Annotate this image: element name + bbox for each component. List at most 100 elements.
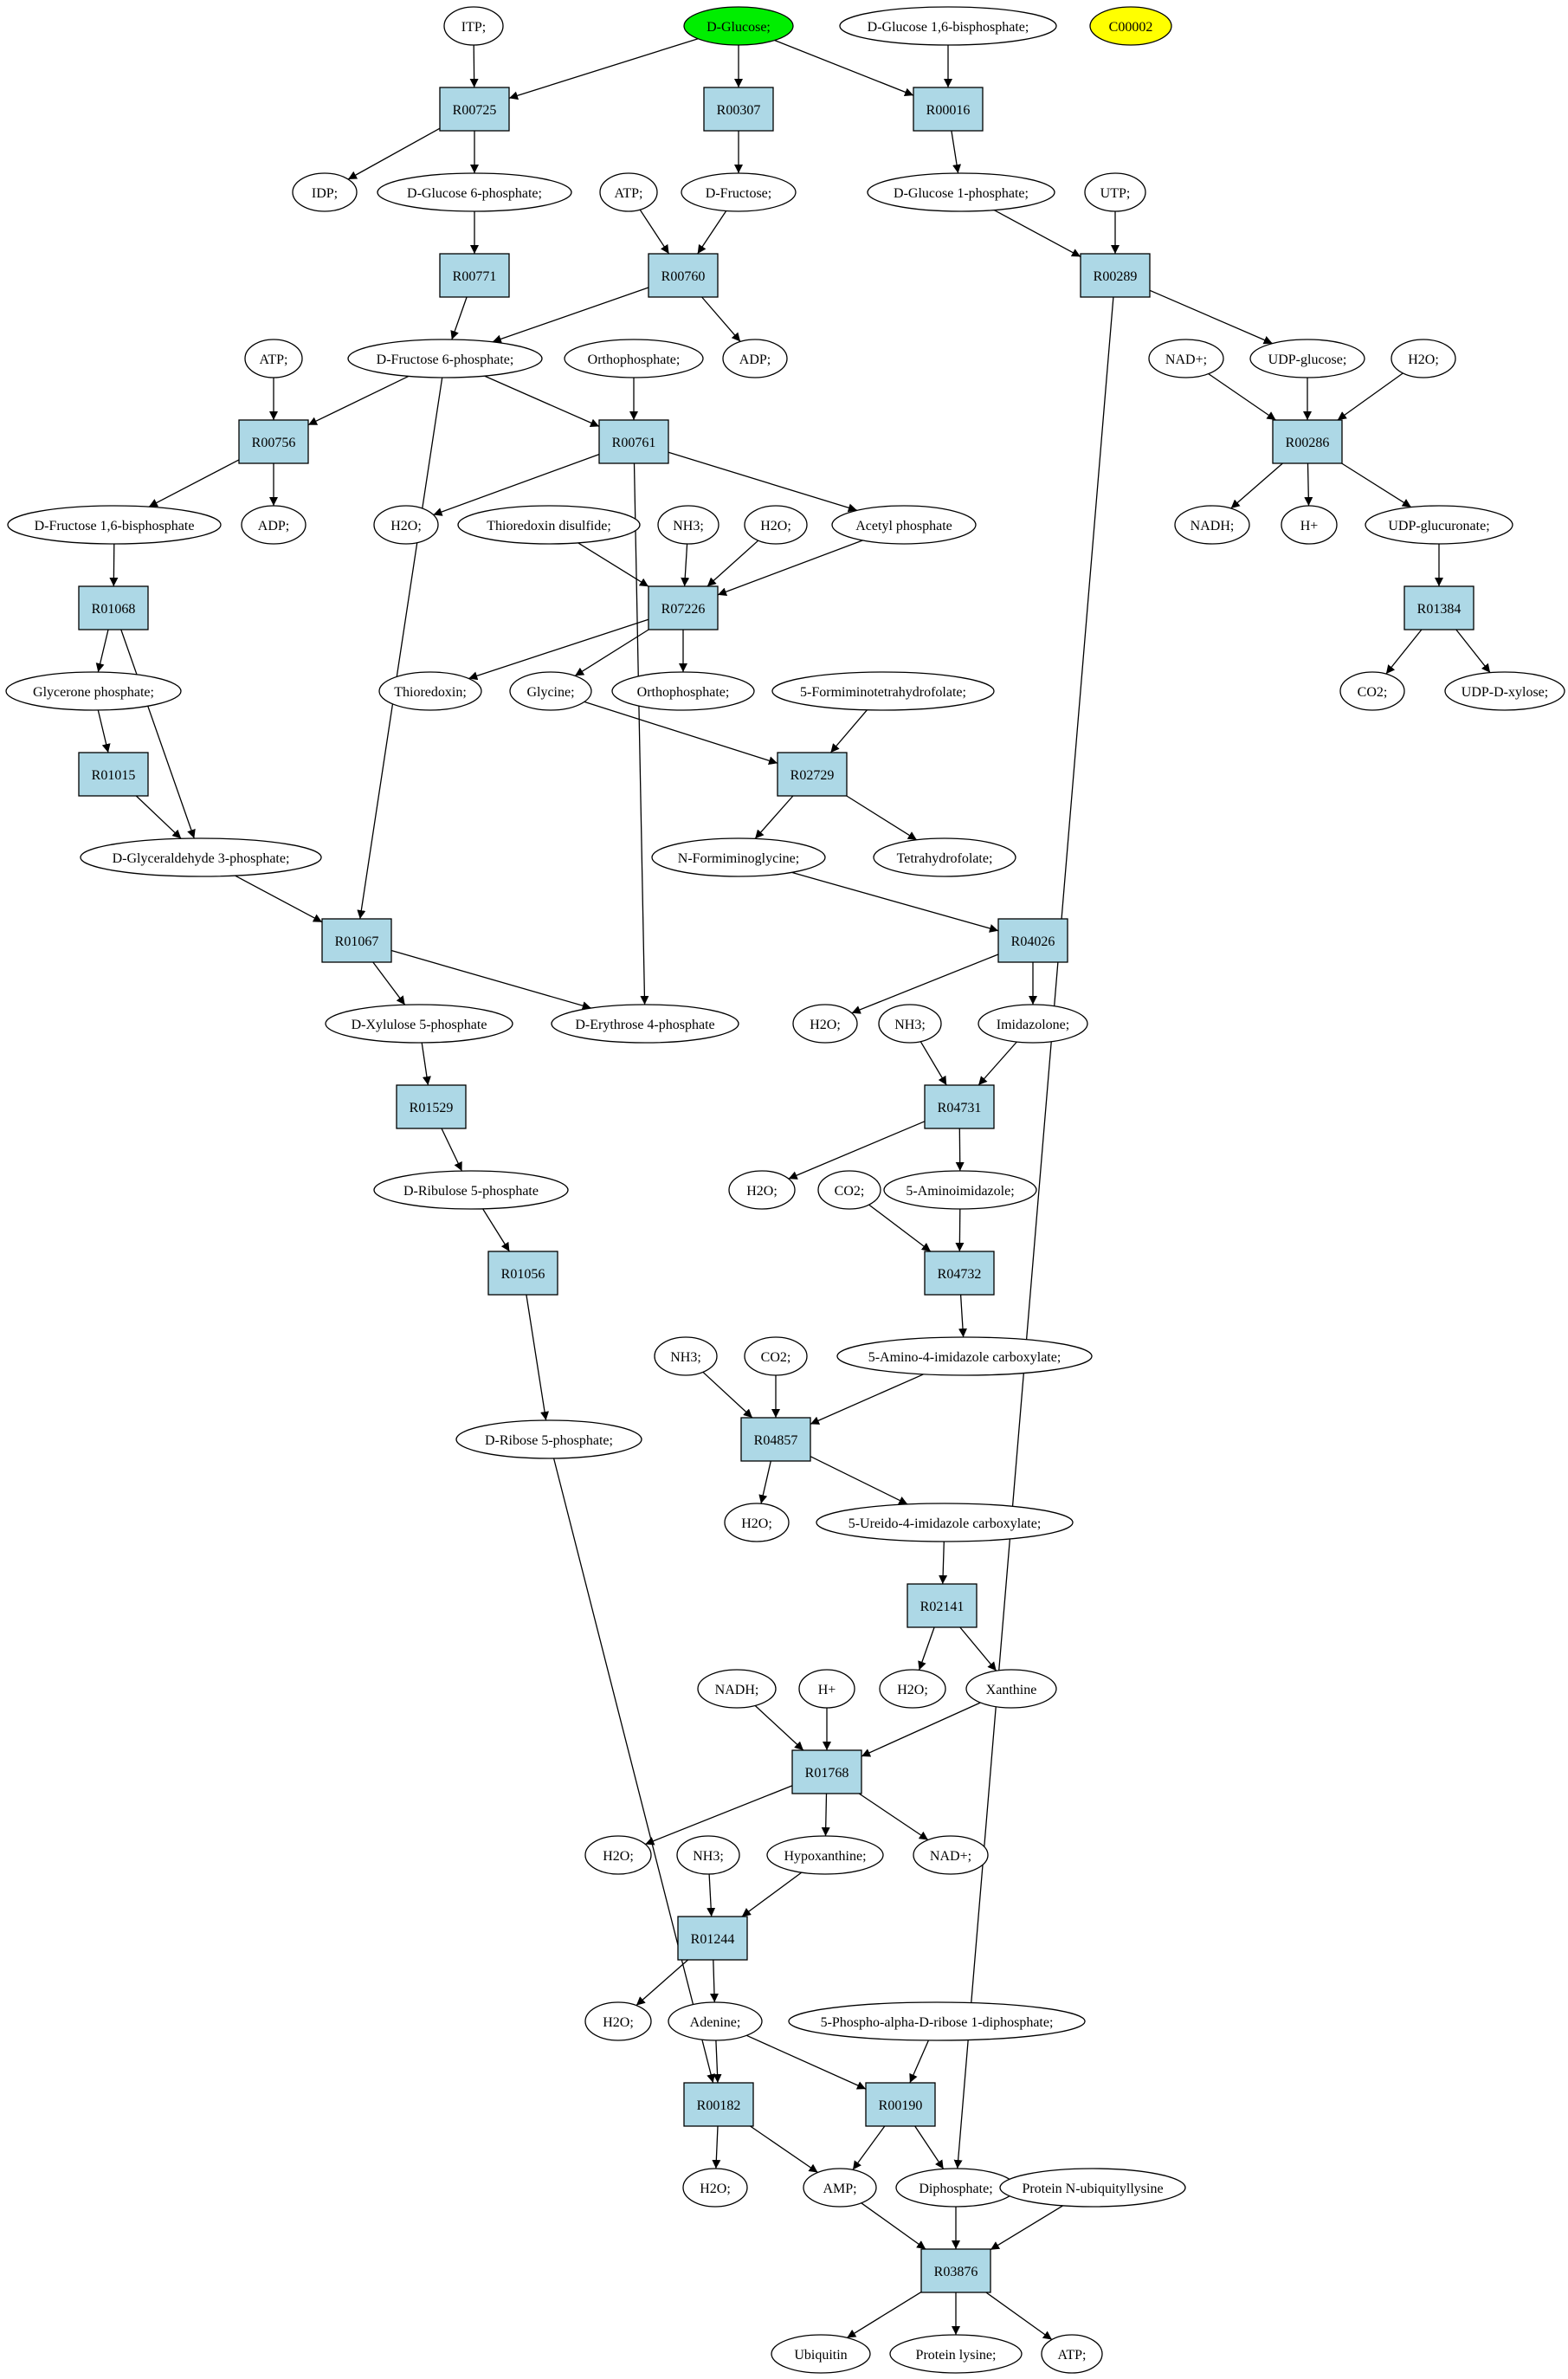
compound-ellipse (584, 1835, 652, 1875)
reaction-label: R00756 (252, 436, 296, 450)
compound-label: Xanthine (986, 1683, 1037, 1697)
compound-ellipse (766, 1835, 884, 1875)
compound-ellipse (883, 1170, 1037, 1210)
edge-glucose-to-R00016 (774, 39, 914, 97)
compound-ellipse (325, 1004, 513, 1044)
reaction-node-r03876: R03876 (920, 2248, 991, 2293)
reaction-box (648, 585, 719, 630)
reaction-label: R04857 (754, 1433, 798, 1448)
compound-label: Protein N-ubiquityllysine (1022, 2182, 1163, 2196)
compound-node-h2o_c: H2O; (744, 505, 808, 545)
compound-node-nad1: NAD+; (1148, 339, 1224, 378)
reaction-box (598, 419, 669, 464)
compound-ellipse (724, 1503, 790, 1542)
compound-label: CO2; (1358, 685, 1388, 700)
compound-ellipse (373, 505, 439, 545)
compound-node-g3p: D-Glyceraldehyde 3-phosphate; (80, 837, 322, 877)
reaction-box (791, 1749, 862, 1794)
compound-ellipse (867, 172, 1055, 212)
reaction-box (1080, 253, 1151, 298)
edge-g3p-to-R01067 (235, 875, 323, 923)
compound-label: UDP-glucuronate; (1388, 519, 1489, 533)
reaction-node-r00307: R00307 (703, 87, 774, 132)
compound-ellipse (80, 837, 322, 877)
edge-adenine-to-R00190 (746, 2034, 867, 2090)
compound-ellipse (878, 1004, 942, 1044)
reaction-node-r00771: R00771 (439, 253, 510, 298)
compound-label: D-Fructose 6-phosphate; (377, 352, 514, 367)
reaction-node-r01067: R01067 (321, 918, 392, 963)
reaction-label: R02141 (920, 1600, 965, 1614)
compound-ellipse (657, 505, 719, 545)
edge-nad1-to-R00286 (1208, 373, 1276, 421)
compound-label: H2O; (603, 2015, 634, 2030)
compound-label: ITP; (461, 20, 486, 35)
edge-R04026-to-h2o_d (851, 954, 999, 1014)
reaction-label: R01768 (805, 1766, 849, 1781)
reaction-node-r00760: R00760 (648, 253, 719, 298)
edge-R01015-to-g3p (135, 795, 182, 839)
reaction-node-r00725: R00725 (439, 87, 510, 132)
compound-label: ATP; (1058, 2348, 1087, 2363)
compound-ellipse (839, 6, 1057, 46)
edge-R00756-to-f16bp (148, 459, 240, 507)
compound-label: CO2; (835, 1184, 865, 1199)
edge-R00286-to-nadh1 (1230, 462, 1283, 509)
compound-label: ATP; (615, 186, 643, 201)
compound-ellipse (378, 671, 482, 711)
reaction-node-r04732: R04732 (924, 1251, 995, 1296)
compound-node-xanthine: Xanthine (965, 1669, 1057, 1709)
compound-node-glucose: D-Glucose; (683, 6, 794, 46)
edge-R00725-to-idp (347, 127, 441, 180)
compound-label: 5-Formiminotetrahydrofolate; (800, 685, 966, 700)
edge-nh3_d-to-R01244 (707, 1873, 716, 1917)
compound-label: NAD+; (930, 1849, 971, 1864)
edge-adenine-to-R00182 (713, 2040, 722, 2084)
compound-label: H2O; (746, 1184, 778, 1199)
compound-node-hplus2: H+ (798, 1669, 855, 1709)
reaction-box (924, 1251, 995, 1296)
compound-label: NH3; (670, 1350, 701, 1365)
compound-ellipse (744, 1336, 808, 1376)
edge-R04857-to-h2o_f (758, 1460, 771, 1504)
reaction-label: R00761 (612, 436, 656, 450)
compound-ellipse (836, 1336, 1093, 1376)
reaction-box (439, 253, 510, 298)
reaction-box (439, 87, 510, 132)
edge-f6p-to-R01067 (357, 377, 443, 920)
compound-ellipse (722, 339, 788, 378)
edge-fructose-to-R00760 (697, 210, 727, 255)
reaction-node-r01244: R01244 (677, 1916, 748, 1961)
compound-node-amp: AMP; (803, 2168, 877, 2208)
reaction-node-r01529: R01529 (396, 1084, 467, 1129)
edge-R02729-to-nfg (754, 795, 794, 839)
compound-label: NH3; (693, 1849, 724, 1864)
compound-label: N-Formiminoglycine; (678, 851, 799, 866)
compound-ellipse (744, 505, 808, 545)
compound-node-ppi: Diphosphate; (895, 2168, 1016, 2208)
compound-label: NADH; (715, 1683, 759, 1697)
compound-label: D-Xylulose 5-phosphate (352, 1018, 487, 1032)
compound-label: NH3; (894, 1018, 926, 1032)
compound-node-ubiquitin: Ubiquitin (771, 2334, 871, 2374)
reaction-node-r02141: R02141 (907, 1583, 978, 1628)
reaction-box (683, 2082, 754, 2127)
compound-ellipse (1444, 671, 1565, 711)
compound-node-ortho2: Orthophosphate; (611, 671, 755, 711)
compound-node-glycine: Glycine; (509, 671, 592, 711)
edge-uica-to-R02141 (939, 1541, 948, 1585)
reaction-label: R04732 (938, 1267, 982, 1282)
compound-node-hplus1: H+ (1281, 505, 1338, 545)
compound-label: Orthophosphate; (588, 352, 681, 367)
compound-label: H2O; (897, 1683, 928, 1697)
compound-node-co2_b: CO2; (817, 1170, 881, 1210)
edge-R01768-to-nad2 (858, 1793, 929, 1841)
compound-node-ortho1: Orthophosphate; (564, 339, 704, 378)
compound-label: D-Glucose 6-phosphate; (407, 186, 542, 201)
compound-node-nh3_b: NH3; (878, 1004, 942, 1044)
compound-ellipse (798, 1669, 855, 1709)
compound-label: Acetyl phosphate (855, 519, 952, 533)
edge-imidazolone-to-R04731 (978, 1041, 1017, 1086)
compound-node-co2_a: CO2; (1339, 671, 1405, 711)
reaction-label: R01384 (1417, 602, 1462, 617)
